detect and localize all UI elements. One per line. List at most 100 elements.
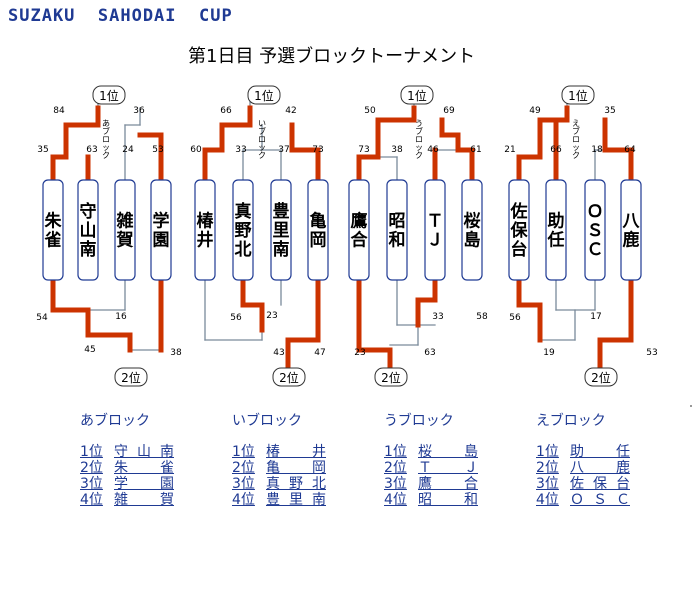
result-rank: 1位 xyxy=(232,444,255,460)
team-name: Ｔ xyxy=(427,211,444,231)
first-place-pill xyxy=(247,85,281,105)
score: 33 xyxy=(432,312,443,322)
score: 16 xyxy=(115,312,127,322)
score: 84 xyxy=(53,106,65,116)
second-place-pill xyxy=(374,367,408,387)
score: 53 xyxy=(152,145,163,155)
team-name: 任 xyxy=(547,229,565,250)
team-name: 鷹 xyxy=(351,210,368,231)
result-rank: 1位 xyxy=(384,444,407,460)
team-box xyxy=(584,179,606,281)
team-name: 守 xyxy=(80,201,97,222)
result-block-title: えブロック xyxy=(536,413,606,429)
result-rank: 2位 xyxy=(80,460,103,476)
second-place-pill xyxy=(114,367,148,387)
score: 66 xyxy=(220,106,232,116)
block-label: ッ xyxy=(415,143,423,152)
second-place-label: 2位 xyxy=(279,370,299,385)
team-box xyxy=(270,179,292,281)
first-place-label: 1位 xyxy=(568,88,588,103)
first-place-pill xyxy=(400,85,434,105)
team-name: 山 xyxy=(80,221,97,241)
first-place-pill xyxy=(561,85,595,105)
block-label: ロ xyxy=(258,135,266,144)
result-row[interactable]: 2位八 鹿 xyxy=(536,460,686,476)
score: 37 xyxy=(278,145,289,155)
second-place-pill xyxy=(272,367,306,387)
result-row[interactable]: 3位佐保台 xyxy=(536,476,686,492)
result-rank: 3位 xyxy=(384,476,407,492)
second-place-label: 2位 xyxy=(591,370,611,385)
result-rank: 3位 xyxy=(232,476,255,492)
result-row[interactable]: 1位桜 島 xyxy=(384,444,534,460)
result-row[interactable]: 4位雑 賀 xyxy=(80,492,230,508)
score: 54 xyxy=(36,313,48,323)
result-row[interactable]: 3位真野北 xyxy=(232,476,382,492)
block-label: ッ xyxy=(102,143,110,152)
result-row[interactable]: 2位朱 雀 xyxy=(80,460,230,476)
result-rank: 1位 xyxy=(536,444,559,460)
block-label: ブ xyxy=(415,126,423,136)
page-title: 第1日目 予選ブロックトーナメント xyxy=(188,46,476,67)
score: 23 xyxy=(266,311,277,321)
result-rank: 4位 xyxy=(232,492,255,508)
score: 63 xyxy=(86,145,97,155)
score: 24 xyxy=(122,145,134,155)
result-team: 真野北 xyxy=(266,476,326,492)
result-row[interactable]: 3位鷹 合 xyxy=(384,476,534,492)
cup-title: SUZAKU SAHODAI CUP xyxy=(8,6,233,26)
team-box xyxy=(461,179,483,281)
team-name: 雑 xyxy=(116,210,134,231)
team-name: 鹿 xyxy=(623,229,640,250)
result-row[interactable]: 4位豊里南 xyxy=(232,492,382,508)
team-name: 和 xyxy=(389,230,406,250)
result-row[interactable]: 1位椿 井 xyxy=(232,444,382,460)
block-label: ク xyxy=(572,151,580,160)
block-label: い xyxy=(258,119,266,128)
result-row[interactable]: 1位助 任 xyxy=(536,444,686,460)
second-place-label: 2位 xyxy=(121,370,141,385)
stray-dot xyxy=(690,405,692,407)
score: 47 xyxy=(314,348,325,358)
score: 53 xyxy=(646,348,657,358)
result-team: 学 園 xyxy=(114,476,174,492)
score: 19 xyxy=(543,348,555,358)
score: 21 xyxy=(504,145,515,155)
result-team: Ｔ Ｊ xyxy=(418,460,478,476)
score: 45 xyxy=(84,345,95,355)
team-name: 雀 xyxy=(44,230,62,250)
team-box xyxy=(114,179,136,281)
score: 38 xyxy=(170,348,182,358)
team-name: Ｊ xyxy=(427,230,444,250)
block-label: ブ xyxy=(102,126,110,136)
team-box xyxy=(77,179,99,281)
block-label: あ xyxy=(102,119,110,128)
score: 56 xyxy=(230,313,242,323)
result-team: 桜 島 xyxy=(418,444,478,460)
team-name: 亀 xyxy=(310,210,327,231)
score: 64 xyxy=(624,145,636,155)
block-label: ロ xyxy=(415,135,423,144)
result-block-title: あブロック xyxy=(80,413,150,429)
first-place-label: 1位 xyxy=(254,88,274,103)
team-name: Ｃ xyxy=(587,240,604,260)
score: 66 xyxy=(550,145,562,155)
first-place-label: 1位 xyxy=(99,88,119,103)
result-row[interactable]: 3位学 園 xyxy=(80,476,230,492)
block-label: ロ xyxy=(572,135,580,144)
result-row[interactable]: 2位亀 岡 xyxy=(232,460,382,476)
result-team: 亀 岡 xyxy=(266,460,326,476)
team-name: 井 xyxy=(197,229,214,250)
team-name: 台 xyxy=(511,239,528,260)
result-row[interactable]: 1位守山南 xyxy=(80,444,230,460)
result-row[interactable]: 4位昭 和 xyxy=(384,492,534,508)
score: 50 xyxy=(364,106,376,116)
result-team: 守山南 xyxy=(114,444,174,460)
score: 17 xyxy=(590,312,601,322)
team-name: 野 xyxy=(235,221,252,241)
